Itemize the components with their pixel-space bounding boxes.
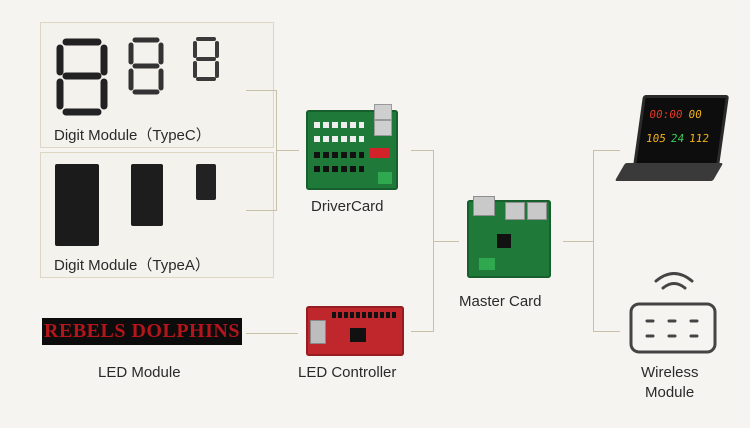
wireless-module-icon [629,272,717,354]
digit-typec-small-image [193,37,219,81]
digit-typec-medium-image [128,37,164,95]
master-card-rj45-2 [505,202,525,220]
laptop-screen: 00:00 00 105 24 112 [632,95,730,167]
master-card-terminal [479,258,495,270]
connector-typec-driver [246,90,277,91]
connector-typea-driver [246,210,277,211]
led-module-strip: REBELS DOLPHINS [42,318,242,345]
laptop-screen-bottom-row: 105 24 112 [645,132,717,145]
driver-card-connector-2 [374,120,392,136]
driver-card-chip-row-2 [314,166,364,172]
connector-controller-master [411,331,434,332]
led-controller-label: LED Controller [298,364,397,381]
master-card-label: Master Card [459,293,542,310]
driver-card-ic-row-1 [314,122,364,128]
driver-card-image [306,104,398,190]
master-card-rj45-3 [527,202,547,220]
laptop-home-score: 105 [645,132,667,145]
digit-typea-medium-image [131,164,163,226]
connector-vertical-to-master [434,241,459,242]
laptop-base [614,163,724,181]
digit-typea-small-image [196,164,216,200]
digit-typec-large-image [56,38,108,116]
driver-card-connector-1 [374,104,392,120]
driver-card-chip-row-1 [314,152,364,158]
wireless-label-line-1: Wireless [641,364,699,381]
laptop-image: 00:00 00 105 24 112 [614,95,730,195]
connector-driver-master [411,150,434,151]
connector-to-laptop [594,150,620,151]
laptop-period: 24 [669,132,685,145]
led-module-text: REBELS DOLPHINS [44,320,240,342]
connector-master-vertical [433,150,434,332]
connector-master-outputs [563,241,594,242]
led-module-label: LED Module [98,364,181,381]
driver-card-label: DriverCard [311,198,384,215]
master-card-chip [497,234,511,248]
connector-modules-vertical [276,90,277,211]
connector-modules-to-driver [277,150,299,151]
digit-typea-label: Digit Module（TypeA） [54,257,210,274]
driver-card-ic-row-2 [314,136,364,142]
master-card-image [467,196,551,278]
master-card-rj45-1 [473,196,495,216]
wireless-label-line-2: Module [645,384,695,401]
led-controller-port [310,320,326,344]
connector-led-module-controller [246,333,298,334]
laptop-score-value: 00 [687,108,703,121]
led-controller-header-row [332,312,398,318]
laptop-screen-top-row: 00:00 00 [648,108,720,121]
connector-outputs-vertical [593,150,594,332]
digit-typec-label: Digit Module（TypeC） [54,127,211,144]
digit-typea-large-image [55,164,99,246]
driver-card-terminal [378,172,392,184]
laptop-clock-value: 00:00 [648,108,684,121]
driver-card-dip-switch [370,148,390,158]
laptop-guest-score: 112 [688,132,710,145]
led-controller-image [306,306,404,356]
led-controller-chip [350,328,366,342]
digit-module-typea-box: Digit Module（TypeA） [40,152,274,278]
digit-module-typec-box: Digit Module（TypeC） [40,22,274,148]
connector-to-wireless [594,331,620,332]
